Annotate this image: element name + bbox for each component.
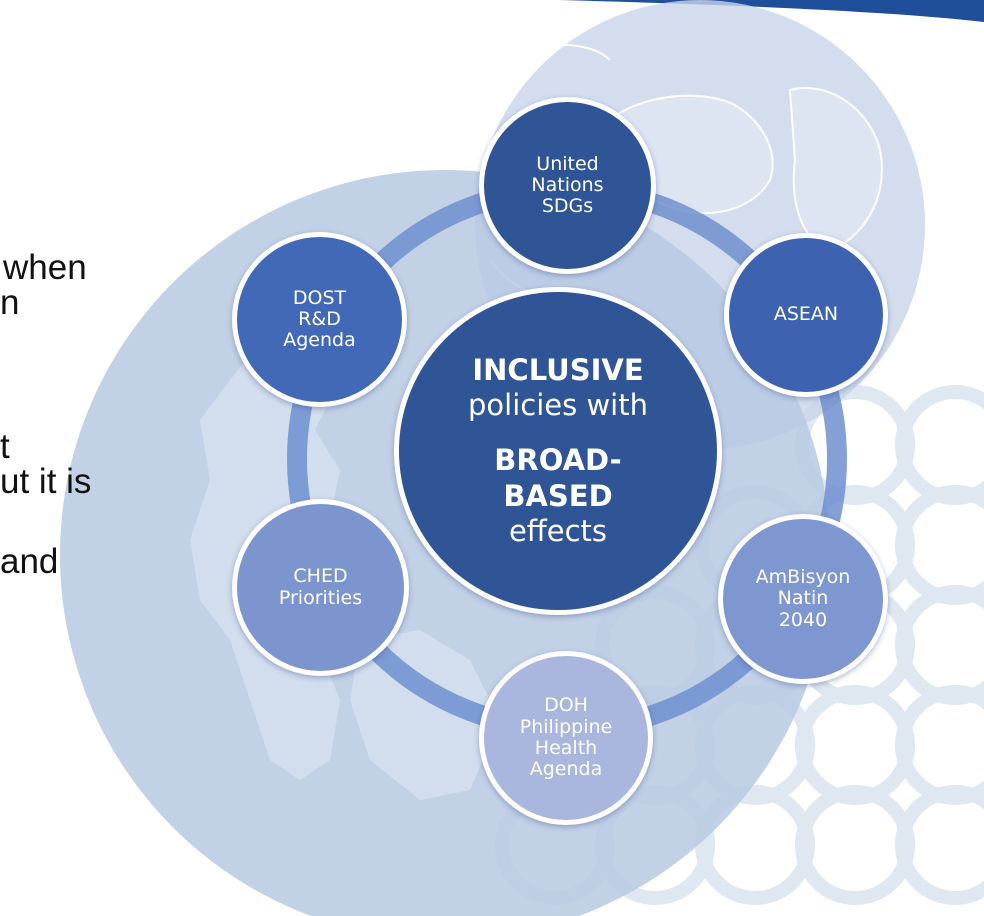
- node-label-line: Philippine: [519, 715, 613, 738]
- node-label-line: CHED: [293, 565, 348, 588]
- node-label-line: Health: [534, 737, 598, 759]
- node-ched-priorities: CHED Priorities: [232, 499, 409, 676]
- bullet-text-fragment: t: [0, 427, 10, 466]
- node-label-line: Agenda: [283, 329, 356, 352]
- node-label-line: DOST: [292, 286, 347, 309]
- node-label-line: ASEAN: [773, 303, 839, 326]
- node-label-line: 2040: [778, 608, 828, 631]
- node-label-line: Priorities: [278, 586, 363, 609]
- node-label-line: AmBisyon: [755, 566, 851, 589]
- bullet-text-fragment: n: [0, 283, 20, 322]
- bullet-text-fragment: ut it is: [0, 462, 92, 501]
- center-line-broad: BROAD-: [494, 443, 622, 478]
- node-label-line: United: [536, 152, 599, 175]
- node-united-nations-sdgs: United Nations SDGs: [479, 97, 656, 274]
- center-line-effects: effects: [508, 514, 608, 549]
- center-line-policies-with: policies with: [468, 387, 648, 422]
- bullet-text-fragment: when: [3, 248, 87, 287]
- node-doh-philippine-health-agenda: DOH Philippine Health Agenda: [479, 651, 653, 825]
- node-label-line: Natin: [777, 587, 829, 610]
- bullet-text-fragment: and: [0, 542, 59, 581]
- node-asean: ASEAN: [724, 233, 888, 397]
- node-label-line: Nations: [531, 173, 604, 196]
- node-label-line: DOH: [544, 694, 588, 717]
- node-label-line: SDGs: [541, 195, 594, 218]
- node-label-line: R&D: [298, 307, 341, 330]
- node-label-line: Agenda: [529, 758, 603, 781]
- center-line-inclusive: INCLUSIVE: [472, 352, 644, 387]
- node-ambisyon-natin-2040: AmBisyon Natin 2040: [718, 514, 888, 684]
- header-bar: [560, 0, 984, 22]
- center-node-inclusive-policies: INCLUSIVE policies with BROAD- BASED eff…: [394, 287, 722, 615]
- center-line-based: BASED: [503, 478, 613, 513]
- node-dost-rd-agenda: DOST R&D Agenda: [232, 232, 407, 407]
